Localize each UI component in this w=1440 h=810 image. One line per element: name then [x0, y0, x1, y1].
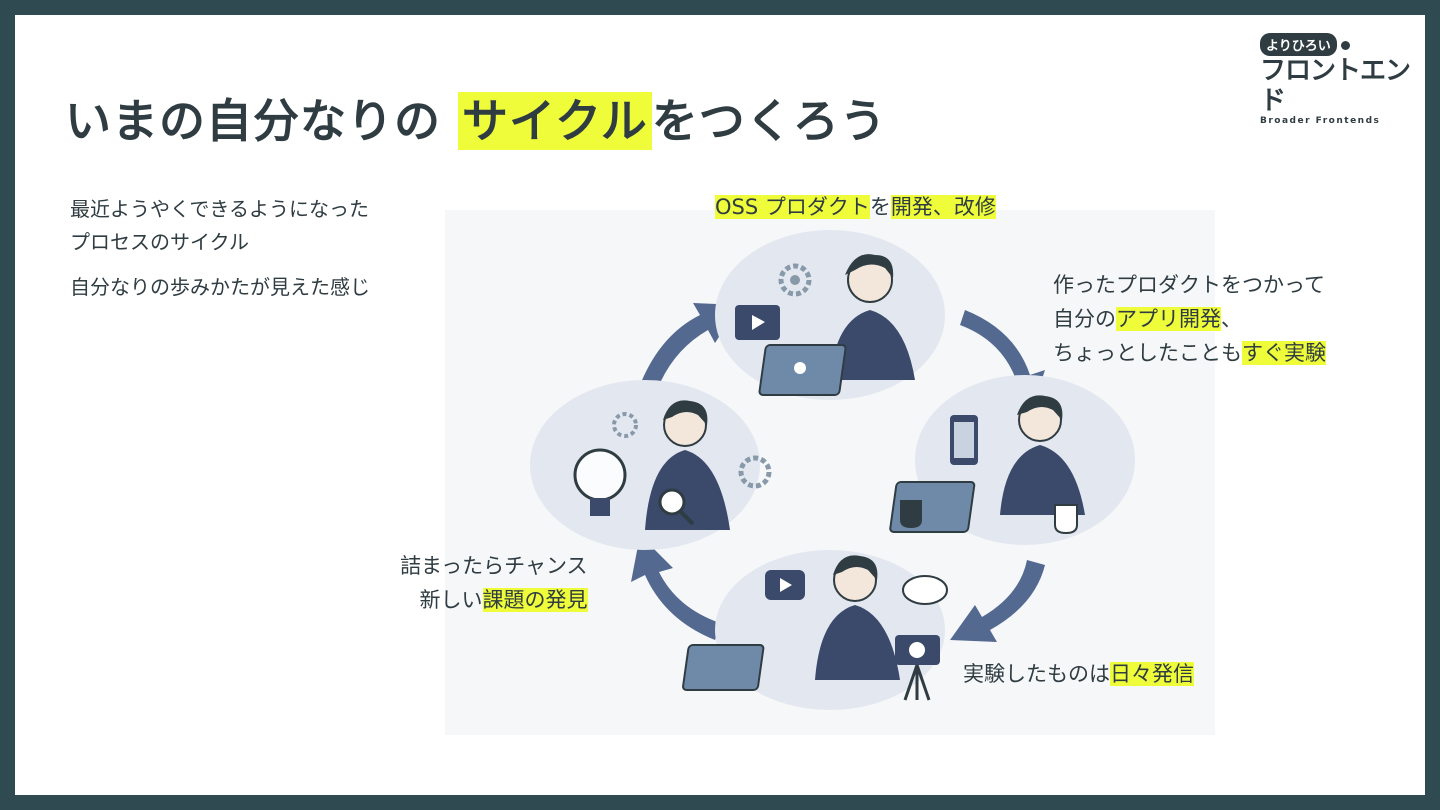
arrow-top-left: [640, 303, 740, 390]
step-bottom-hl: 日々発信: [1110, 662, 1194, 686]
scene-right-app: [889, 375, 1135, 545]
logo-line1: よりひろい: [1260, 33, 1337, 56]
cycle-illustration: [445, 210, 1215, 735]
chat-bubble-icon: [902, 575, 948, 605]
lightbulb-icon: [573, 448, 627, 516]
intro-line2: プロセスのサイクル: [70, 230, 249, 254]
mug-icon: [1054, 504, 1078, 535]
title-highlight: サイクル: [458, 92, 652, 150]
step-top-mid: を: [869, 195, 891, 219]
step-left-line2-hl: 課題の発見: [482, 588, 588, 612]
scene-left-discovery: [530, 380, 772, 550]
slide: いまの自分なりの サイクルをつくろう よりひろい フロントエンド Broader…: [15, 15, 1425, 795]
step-right-line2-pre: 自分の: [1053, 307, 1116, 331]
gear-icon: [778, 263, 812, 297]
logo-dot-icon: [1340, 41, 1350, 50]
scene-bottom-broadcast: [682, 550, 948, 710]
gear-icon: [738, 455, 772, 489]
step-top-hl2: 開発、改修: [890, 195, 996, 219]
intro-line3: 自分なりの歩みかたが見えた感じ: [70, 275, 370, 299]
step-top-label: OSS プロダクトを開発、改修: [715, 190, 996, 224]
coffee-cup-icon: [900, 500, 922, 528]
cycle-diagram: [530, 230, 1135, 710]
step-right-line3-hl: すぐ実験: [1242, 341, 1326, 365]
step-bottom-label: 実験したものは日々発信: [963, 657, 1194, 691]
step-right-label: 作ったプロダクトをつかって 自分のアプリ開発、 ちょっとしたこともすぐ実験: [1053, 268, 1326, 370]
logo-line2: フロントエンド: [1260, 56, 1411, 116]
title-pre: いまの自分なりの: [65, 94, 441, 148]
intro-text: 最近ようやくできるようになったプロセスのサイクル 自分なりの歩みかたが見えた感じ: [70, 193, 370, 316]
intro-line1: 最近ようやくできるようになった: [70, 197, 369, 221]
arrow-bottom-left: [631, 535, 720, 640]
title-post: をつくろう: [651, 94, 887, 148]
gear-icon: [612, 412, 638, 438]
arrow-bottom-right: [950, 560, 1045, 642]
logo-line3: Broader Frontends: [1260, 116, 1381, 126]
step-left-label: 詰まったらチャンス 新しい課題の発見: [400, 549, 588, 617]
step-right-line3-pre: ちょっとしたことも: [1053, 341, 1242, 365]
step-bottom-pre: 実験したものは: [963, 662, 1110, 686]
brand-logo: よりひろい フロントエンド Broader Frontends: [1260, 33, 1411, 126]
step-left-line2-pre: 新しい: [419, 588, 483, 612]
step-right-line2-hl: アプリ開発: [1116, 307, 1221, 331]
slide-title: いまの自分なりの サイクルをつくろう: [65, 85, 887, 151]
step-left-line1: 詰まったらチャンス: [400, 554, 588, 578]
magnifier-icon: [658, 488, 695, 526]
step-top-hl1: OSS プロダクト: [715, 195, 870, 219]
scene-top-dev: [715, 230, 945, 400]
step-right-line1: 作ったプロダクトをつかって: [1053, 273, 1325, 297]
step-right-line2-post: 、: [1221, 307, 1242, 331]
